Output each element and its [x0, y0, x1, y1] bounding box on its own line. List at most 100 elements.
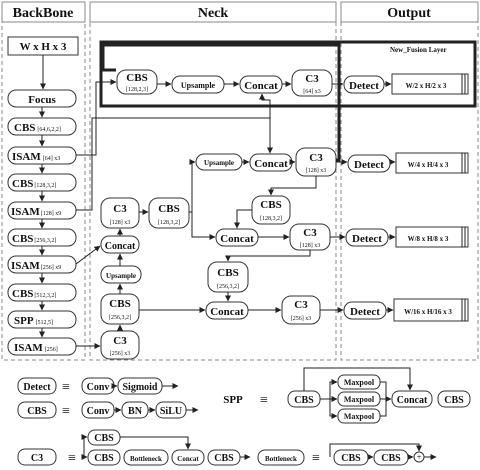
legend-c3-concat-label: Concat	[177, 455, 199, 463]
legend-cbs	[17, 401, 57, 419]
neck-cbs-1	[116, 69, 158, 95]
neck-cbs-2	[148, 197, 190, 229]
detect-2-label: Detect	[354, 159, 384, 171]
legend-spp-cbs-2-label: CBS	[444, 395, 464, 406]
legend-bottleneck-label: Bottleneck	[265, 455, 297, 463]
backbone-isam-3-label: ISAM[256] x9	[11, 260, 61, 272]
neck-cbs-5-label: CBS	[217, 267, 238, 279]
output-2-label: W/4 x H/4 x 3	[408, 161, 449, 169]
legend-spp-concat-label: Concat	[397, 395, 428, 406]
legend-detect	[17, 377, 57, 395]
neck-header	[89, 1, 337, 23]
neck-c3-1	[291, 69, 333, 97]
backbone-spp-label: SPP[512,5]	[14, 315, 53, 327]
legend-add-symbol: +	[416, 452, 421, 462]
detect-4-label: Detect	[350, 306, 380, 318]
neck-cbs-4-label: CBS	[109, 298, 130, 310]
neck-c3-6-param: [256] x3	[110, 351, 131, 357]
output-3-box	[395, 226, 469, 248]
neck-c3-3-label: C3	[113, 203, 127, 215]
legend-sigmoid-label: Sigmoid	[122, 382, 157, 393]
output-column	[340, 1, 479, 361]
legend-equiv-3: ≡	[260, 393, 268, 408]
neck-upsample-1-label: Upsample	[181, 81, 216, 90]
neck-upsample-2-label: Upsample	[204, 159, 234, 167]
neck-upsample-3	[100, 265, 142, 284]
neck-cbs-1-param: [128,2,3]	[126, 87, 148, 93]
neck-cbs-3-label: CBS	[260, 199, 281, 211]
legend-conv-b-label: Conv	[87, 406, 110, 417]
legend-maxpool-1-label: Maxpool	[344, 378, 375, 387]
legend-maxpool-3-label: Maxpool	[344, 412, 375, 421]
backbone-isam-2-label: ISAM[128] x9	[11, 206, 61, 218]
neck-concat-3-label: Concat	[220, 233, 254, 245]
legend-c3	[17, 448, 57, 466]
detect-3-label: Detect	[352, 233, 382, 245]
backbone-cbs-3-label: CBS[256,3,2]	[12, 233, 56, 245]
legend-conv-a-label: Conv	[87, 382, 110, 393]
legend-equiv-5: ≡	[312, 451, 320, 466]
output-1-label: W/2 x H/2 x 3	[406, 82, 447, 90]
legend-spp-cbs-2	[437, 390, 471, 408]
backbone-cbs-4-label: CBS[512,3,2]	[12, 288, 56, 300]
output-1-box	[391, 73, 469, 95]
legend-bn-cbs-2-label: CBS	[381, 453, 401, 464]
neck-c3-1-label: C3	[305, 73, 319, 85]
legend-silu-label: SiLU	[160, 406, 182, 417]
legend-c3-bottleneck	[123, 449, 169, 466]
legend-bn-cbs-1-label: CBS	[341, 453, 361, 464]
legend-c3-concat	[171, 449, 205, 466]
backbone-cbs-2-label: CBS[128,3,2]	[12, 178, 56, 190]
neck-cbs-1-label: CBS	[126, 72, 147, 84]
legend-c3-cbs-top-label: CBS	[94, 433, 114, 444]
backbone-cbs-1-label: CBS[64,6,2,2]	[14, 122, 61, 134]
backbone-isam-4-label: ISAM[256]	[14, 342, 58, 354]
legend-bn-label: BN	[128, 406, 143, 417]
legend-equiv-2: ≡	[62, 404, 70, 419]
output-3-label: W/8 x H/8 x 3	[408, 235, 449, 243]
neck-c3-3-param: [128] x3	[110, 220, 131, 226]
detect-1-label: Detect	[349, 80, 379, 92]
neck-concat-2-label: Concat	[254, 158, 288, 170]
input-size-label: W x H x 3	[20, 41, 67, 53]
backbone-isam-1-label: ISAM[64] x3	[12, 151, 60, 163]
neck-title: Neck	[198, 6, 229, 21]
neck-cbs-3-param: [128,3,2]	[260, 216, 282, 222]
neck-concat-1-label: Concat	[244, 80, 278, 92]
legend-equiv-1: ≡	[62, 380, 70, 395]
output-header	[340, 1, 479, 23]
neck-c3-2-label: C3	[309, 152, 323, 164]
legend-c3-cbs-1	[87, 449, 121, 466]
legend-c3-cbs-2-label: CBS	[214, 453, 234, 464]
legend-spp-cbs-1-label: CBS	[294, 395, 314, 406]
legend-equiv-4: ≡	[68, 451, 76, 466]
neck-c3-6-label: C3	[113, 335, 127, 347]
legend-maxpool-2-label: Maxpool	[344, 395, 375, 404]
neck-cbs-2-param: [128,3,2]	[158, 220, 180, 226]
output-4-box	[393, 298, 469, 322]
legend-spp-concat	[391, 390, 433, 408]
neck-cbs-4-param: [256,3,2]	[109, 315, 131, 321]
neck-concat-5-label: Concat	[210, 306, 244, 318]
legend-c3-label: C3	[31, 453, 43, 464]
focus-label: Focus	[28, 94, 56, 106]
backbone-header	[1, 1, 86, 23]
neck-c3-5-label: C3	[294, 299, 308, 311]
neck-upsample-3-label: Upsample	[106, 272, 136, 280]
output-4-label: W/16 x H/16 x 3	[404, 308, 452, 316]
neck-c3-2-param: [128] x3	[306, 168, 327, 174]
neck-c3-4-label: C3	[303, 227, 317, 239]
neck-c3-5-param: [256] x3	[291, 316, 312, 322]
legend-c3-bottleneck-label: Bottleneck	[130, 455, 162, 463]
new-fusion-layer-label: New_Fusion Layer	[390, 46, 447, 54]
neck-cbs-2-label: CBS	[158, 203, 179, 215]
legend-spp-label: SPP	[223, 394, 243, 406]
legend-cbs-label: CBS	[27, 406, 47, 417]
output-2-box	[395, 152, 469, 174]
legend-bottleneck	[257, 449, 305, 466]
neck-c3-1-param: [64] x3	[303, 89, 321, 95]
neck-concat-4-label: Concat	[105, 241, 136, 252]
legend-c3-cbs-1-label: CBS	[94, 453, 114, 464]
neck-c3-4-param: [128] x3	[300, 243, 321, 249]
